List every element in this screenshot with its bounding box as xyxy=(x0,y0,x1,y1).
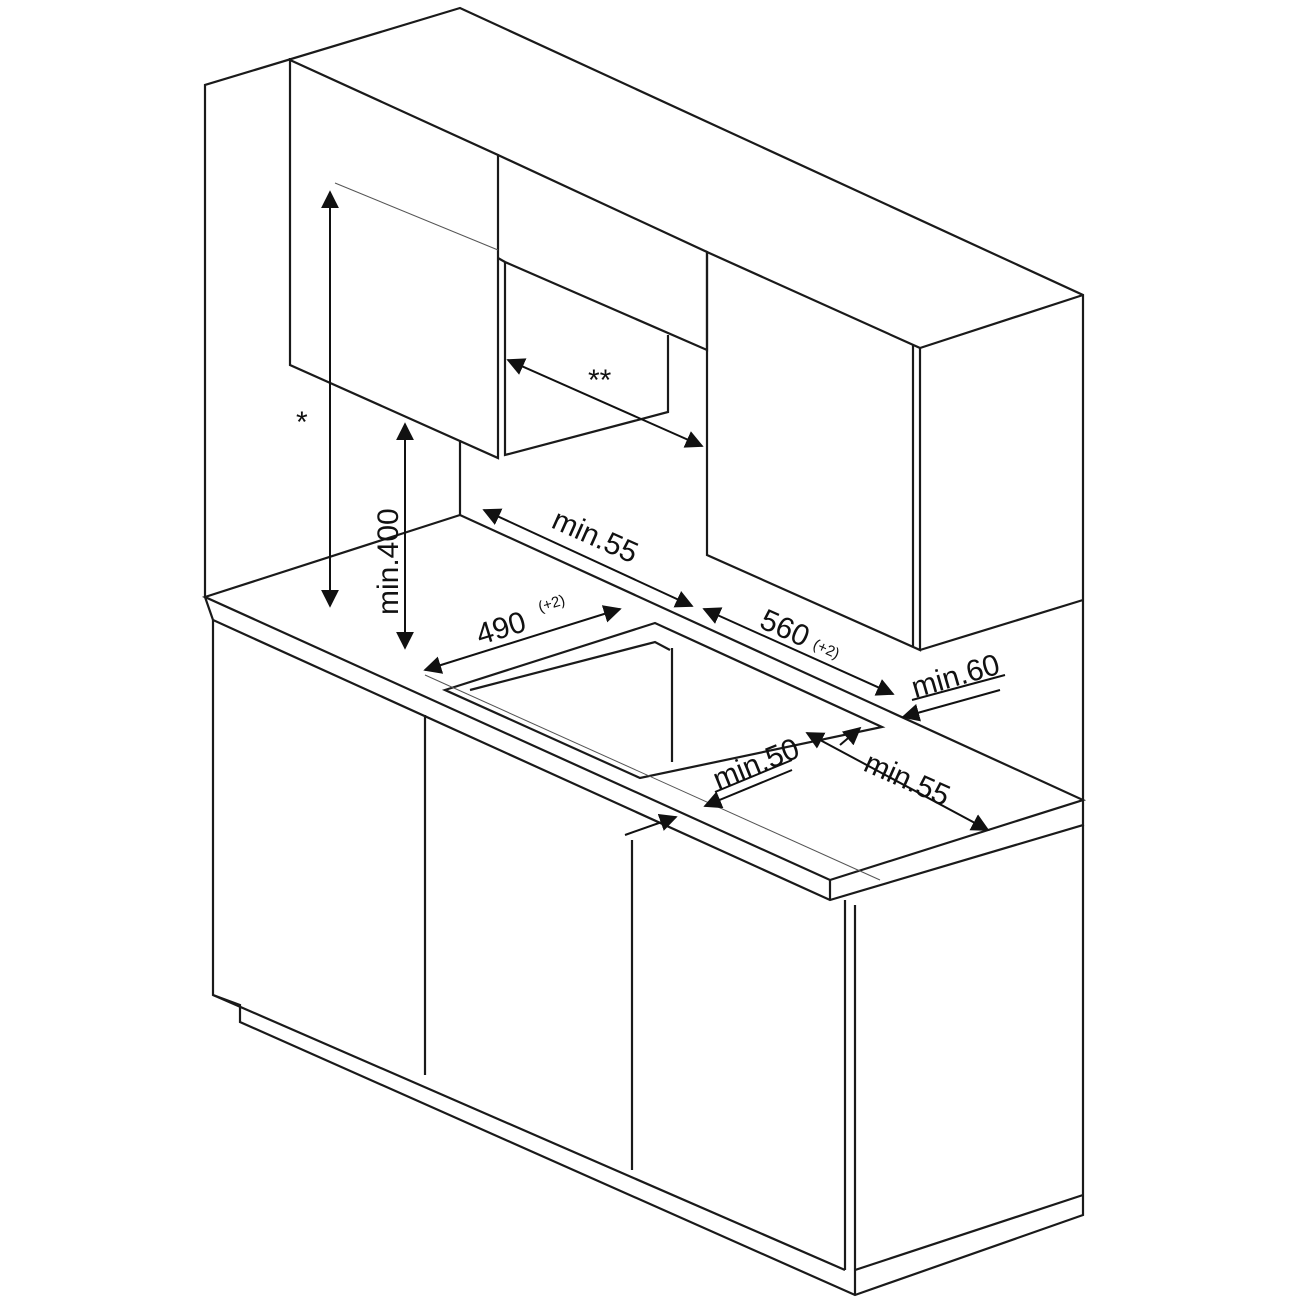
min-55-side-label: min.55 xyxy=(859,746,955,813)
width-490-label: 490 xyxy=(472,605,530,651)
min-60-label: min.60 xyxy=(908,648,1004,705)
tolerance-490-label: (+2) xyxy=(536,592,567,616)
upper-left-cabinet xyxy=(288,58,500,460)
wall xyxy=(203,6,1085,800)
hood xyxy=(497,154,709,457)
dimension-labels: * ** min.400 min.55 490 (+2) 560 (+2) mi… xyxy=(296,364,1003,813)
width-560-arrow xyxy=(702,607,895,696)
width-560-label: 560 xyxy=(755,603,814,654)
upper-right-cabinet xyxy=(705,250,1084,652)
hob-cutout xyxy=(424,621,886,881)
dimension-arrows xyxy=(321,190,1006,836)
width-490-arrow xyxy=(423,605,622,674)
hood-width-label: ** xyxy=(588,364,612,397)
countertop xyxy=(201,513,1087,902)
min-55-back-arrow xyxy=(482,508,694,608)
min-55-side-arrow xyxy=(805,732,990,831)
base-cabinets xyxy=(211,620,1085,1297)
min-400-label: min.400 xyxy=(372,508,405,615)
min-50-arrow xyxy=(703,769,793,809)
min-50-label: min.50 xyxy=(708,732,804,796)
wall-cabinet-height-label: * xyxy=(296,406,308,439)
min-55-small-arrow xyxy=(839,726,862,746)
min-50-small-arrow xyxy=(624,813,678,836)
hood-width-arrow xyxy=(506,358,704,448)
min-60-arrow xyxy=(901,689,1001,722)
min-55-back-label: min.55 xyxy=(547,503,643,570)
